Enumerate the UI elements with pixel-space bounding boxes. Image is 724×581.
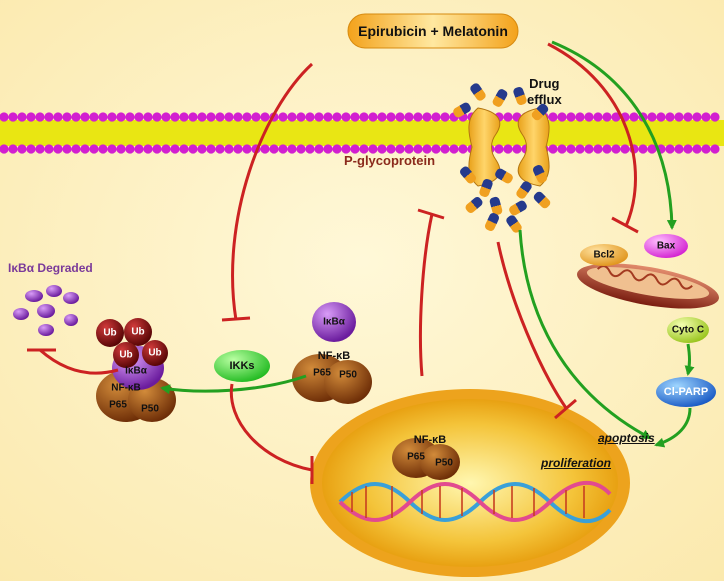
nfkb-label-left: NF-κB: [111, 382, 141, 394]
ikba-label-mid: IκBα: [323, 316, 345, 328]
cl-parp-node: [656, 377, 716, 407]
arrow-to-bax: [551, 40, 677, 230]
proliferation-label: proliferation: [541, 456, 612, 470]
arrow-efflux-to-apoptosis: [518, 229, 652, 440]
ub-label-3: Ub: [119, 349, 133, 361]
mitochondrion: [577, 263, 719, 309]
drug-efflux-line-2: efflux: [527, 92, 562, 107]
drug-efflux-line-1: Drug: [529, 76, 560, 91]
nfkb-label-mid: NF-κB: [317, 350, 351, 362]
p50-label-mid: P50: [339, 369, 357, 381]
ikks-label: IKKs: [229, 360, 255, 372]
cyto-c-node: [667, 317, 709, 343]
ub-label-4: Ub: [148, 347, 162, 359]
p65-label-nuclear: P65: [407, 451, 425, 463]
p50-label-left: P50: [141, 403, 159, 415]
treatment-pill: [347, 13, 519, 49]
nfkb-label-nuclear: NF-κB: [413, 434, 447, 446]
inhibit-bcl2: [547, 42, 637, 227]
drug-efflux-label: Drug efflux: [527, 76, 562, 108]
cl-parp-label: Cl-PARP: [663, 386, 709, 398]
p65-label-left: P65: [109, 399, 127, 411]
cell-membrane: [0, 112, 724, 154]
bax-node: [644, 234, 688, 258]
drug-molecules: [453, 83, 551, 233]
inhibit-proliferation: [496, 241, 568, 409]
cyto-c-label: Cyto C: [671, 324, 705, 336]
ubiquitinated-complex: [96, 318, 176, 422]
ikba-label-left: IκBα: [125, 365, 147, 377]
degraded-fragments-icon: [13, 285, 79, 336]
inhibit-pgp: [418, 213, 434, 377]
p-glycoprotein-label: P-glycoprotein: [344, 153, 436, 168]
bax-label: Bax: [656, 240, 676, 252]
arrow-clparp-to-apoptosis: [654, 407, 692, 448]
inhibit-nucleus: [229, 383, 313, 472]
ikks-node: [214, 350, 270, 382]
bcl2-label: Bcl2: [593, 249, 615, 261]
arrow-cytoc-to-clparp: [684, 343, 695, 376]
bcl2-node: [580, 244, 628, 266]
inhibit-degraded: [39, 348, 119, 375]
p50-label-nuclear: P50: [435, 457, 453, 469]
nuclear-nfkb: [392, 438, 460, 480]
inhibit-ikks: [231, 62, 314, 321]
apoptosis-label: apoptosis: [598, 431, 655, 445]
treatment-label: Epirubicin + Melatonin: [358, 23, 508, 39]
ub-label-2: Ub: [131, 326, 145, 338]
inhibition-lines: [27, 42, 639, 484]
ikba-degraded-label: IκBα Degraded: [8, 261, 93, 275]
dna-helix-icon: [338, 480, 612, 524]
nfkb-ikba-complex: [292, 302, 372, 404]
ub-label-1: Ub: [103, 327, 117, 339]
nucleus: [310, 389, 630, 577]
p65-label-mid: P65: [313, 367, 331, 379]
